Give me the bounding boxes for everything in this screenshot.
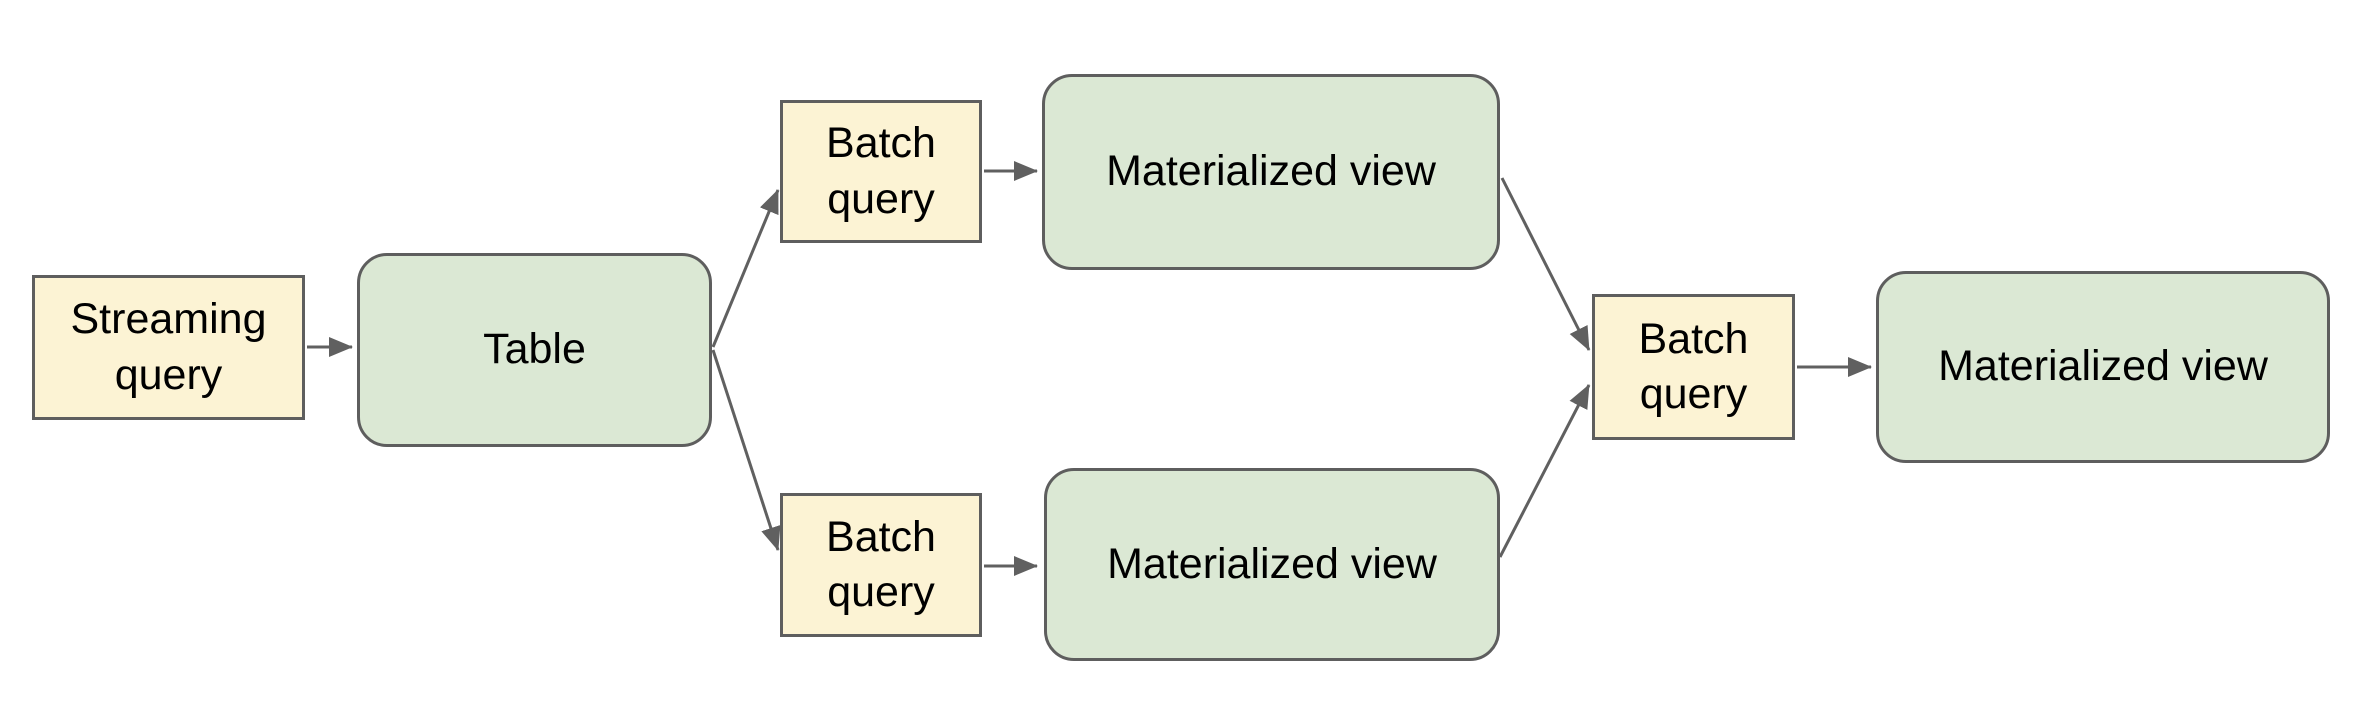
edge-table-to-batch-query-top (711, 189, 780, 348)
node-table: Table (357, 253, 712, 447)
node-batch-query-right-label: Batch query (1638, 314, 1749, 418)
node-materialized-view-bottom-label: Materialized view (1107, 539, 1437, 588)
node-batch-query-top-label: Batch query (826, 119, 936, 223)
node-streaming-query-label: Streaming query (70, 295, 267, 399)
edge-table-to-batch-query-bottom (711, 349, 781, 551)
node-materialized-view-bottom: Materialized view (1044, 468, 1500, 661)
node-materialized-view-right-label: Materialized view (1938, 342, 2268, 391)
node-batch-query-right: Batch query (1592, 294, 1795, 440)
node-batch-query-bottom-label: Batch query (826, 512, 936, 616)
node-table-label: Table (483, 325, 586, 374)
node-batch-query-bottom: Batch query (780, 493, 982, 637)
node-materialized-view-top-label: Materialized view (1106, 147, 1436, 196)
node-streaming-query: Streaming query (32, 275, 305, 420)
edge-materialized-view-bottom-to-batch-query-right (1498, 384, 1591, 558)
node-batch-query-top: Batch query (780, 100, 982, 243)
node-materialized-view-top: Materialized view (1042, 74, 1500, 270)
edge-materialized-view-top-to-batch-query-right (1500, 177, 1591, 351)
node-materialized-view-right: Materialized view (1876, 271, 2330, 463)
